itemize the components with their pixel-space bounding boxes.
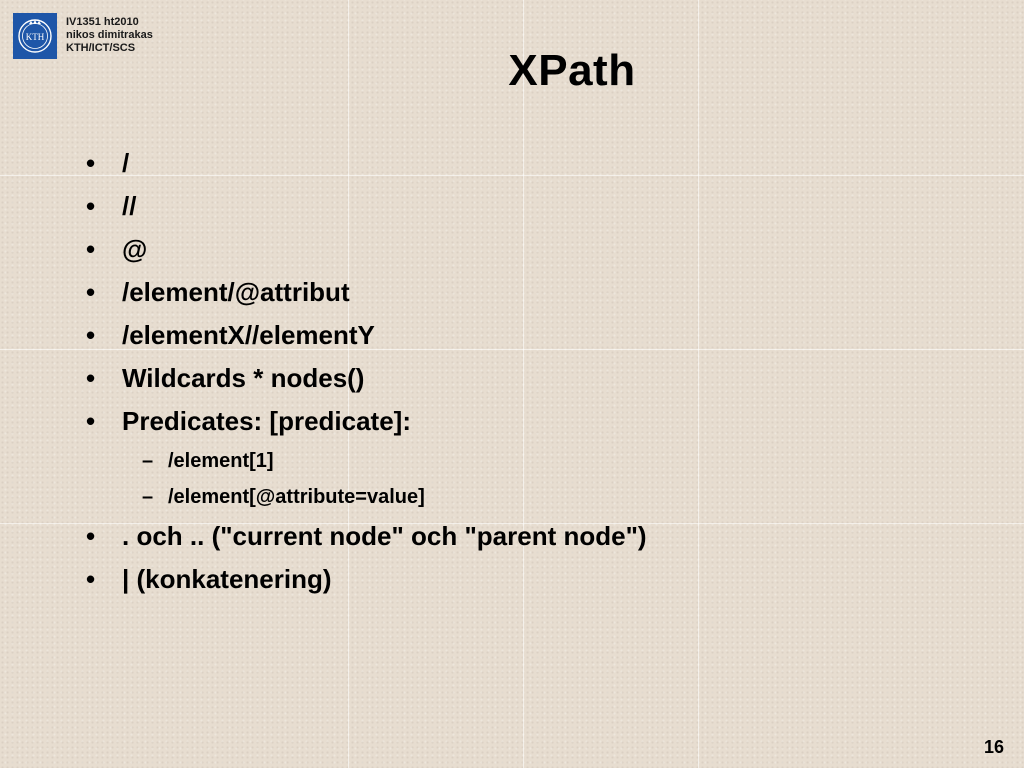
bullet-icon: •: [86, 564, 96, 594]
slide-title: XPath: [508, 46, 636, 95]
list-item-text: | (konkatenering): [122, 564, 332, 594]
list-item-text: . och .. ("current node" och "parent nod…: [122, 521, 647, 551]
list-item: • . och .. ("current node" och "parent no…: [86, 515, 986, 558]
list-item: • /element/@attribut: [86, 271, 986, 314]
list-item-text: //: [122, 191, 137, 221]
list-item-text: Wildcards * nodes(): [122, 363, 365, 393]
list-item: •/: [86, 142, 986, 185]
bullet-icon: •: [86, 363, 96, 393]
sub-list-item: –/element[1]: [86, 443, 986, 479]
sub-list-item-text: /element[1]: [168, 450, 274, 472]
dash-icon: –: [142, 486, 154, 508]
bullet-icon: •: [86, 277, 96, 307]
bullet-list: •/ •// •@ •/element/@attribut •/elementX…: [86, 142, 986, 601]
department: KTH/ICT/SCS: [66, 42, 136, 54]
list-item-text: Predicates: [predicate]:: [122, 406, 411, 436]
sub-list-item: –/element[@attribute=value]: [86, 479, 986, 515]
dash-icon: –: [142, 450, 154, 472]
svg-text:KTH: KTH: [26, 32, 45, 42]
sub-list-item-text: /element[@attribute=value]: [168, 486, 425, 508]
list-item: • Wildcards * nodes(): [86, 357, 986, 400]
bullet-icon: •: [86, 521, 96, 551]
list-item: • /elementX//elementY: [86, 314, 986, 357]
page-number: 16: [983, 737, 1004, 757]
list-item: • | (konkatenering): [86, 558, 986, 601]
list-item-text: /: [122, 148, 130, 178]
list-item: •@: [86, 228, 986, 271]
course-code: IV1351 ht2010: [66, 16, 139, 28]
bullet-icon: •: [86, 148, 96, 178]
kth-logo: KTH: [13, 13, 57, 59]
bullet-icon: •: [86, 191, 96, 221]
list-item-text: /elementX//elementY: [122, 320, 375, 350]
bullet-icon: •: [86, 234, 96, 264]
list-item: • //: [86, 185, 986, 228]
bullet-icon: •: [86, 406, 96, 436]
author-name: nikos dimitrakas: [66, 29, 153, 41]
list-item: • Predicates: [predicate]:: [86, 400, 986, 443]
list-item-text: @: [122, 234, 148, 264]
bullet-icon: •: [86, 320, 96, 350]
kth-crest-icon: KTH: [18, 19, 52, 53]
header-meta: IV1351 ht2010 nikos dimitrakas KTH/ICT/S…: [66, 16, 153, 55]
list-item-text: /element/@attribut: [122, 277, 350, 307]
